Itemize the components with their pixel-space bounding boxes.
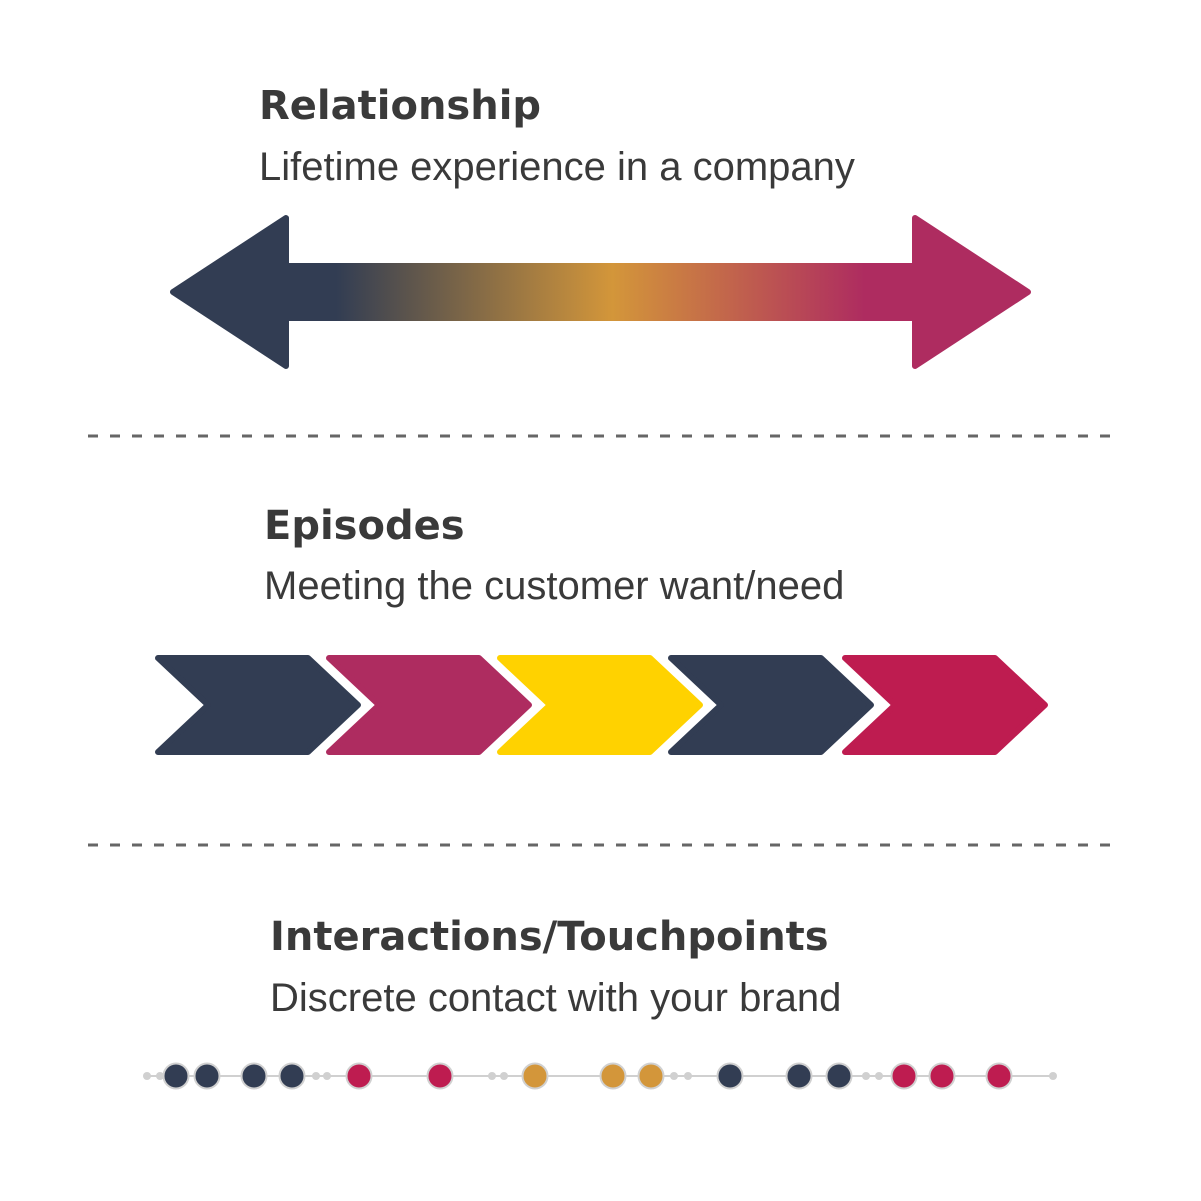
relationship-title: Relationship bbox=[259, 83, 542, 129]
episodes-subtitle: Meeting the customer want/need bbox=[264, 564, 845, 608]
touchpoint-dot bbox=[928, 1062, 956, 1090]
episode-chevron bbox=[842, 655, 1048, 755]
touchpoint-dot bbox=[825, 1062, 853, 1090]
timeline-connector-dot bbox=[500, 1072, 508, 1080]
timeline-connector-dot bbox=[156, 1072, 164, 1080]
touchpoint-dot bbox=[716, 1062, 744, 1090]
touchpoint-dot bbox=[985, 1062, 1013, 1090]
timeline-connector-dot bbox=[1049, 1072, 1057, 1080]
divider-top bbox=[88, 434, 1118, 438]
touchpoint-dot bbox=[426, 1062, 454, 1090]
touchpoint-dot bbox=[193, 1062, 221, 1090]
timeline-connector-dot bbox=[670, 1072, 678, 1080]
episode-chevron bbox=[497, 655, 703, 755]
touchpoint-dot bbox=[890, 1062, 918, 1090]
episodes-title: Episodes bbox=[264, 503, 465, 549]
timeline-connector-dot bbox=[323, 1072, 331, 1080]
touchpoint-dot bbox=[162, 1062, 190, 1090]
interactions-title: Interactions/Touchpoints bbox=[270, 914, 829, 960]
interactions-subtitle: Discrete contact with your brand bbox=[270, 976, 842, 1020]
timeline-connector-dot bbox=[875, 1072, 883, 1080]
timeline-connector-dot bbox=[684, 1072, 692, 1080]
timeline-connector-dot bbox=[312, 1072, 320, 1080]
touchpoints-timeline bbox=[143, 1062, 1057, 1090]
touchpoint-dot bbox=[240, 1062, 268, 1090]
timeline-connector-dot bbox=[862, 1072, 870, 1080]
touchpoint-dot bbox=[785, 1062, 813, 1090]
touchpoint-dot bbox=[278, 1062, 306, 1090]
episode-chevron bbox=[326, 655, 532, 755]
episode-chevron bbox=[155, 655, 361, 755]
touchpoint-dot bbox=[521, 1062, 549, 1090]
relationship-subtitle: Lifetime experience in a company bbox=[259, 145, 855, 189]
divider-bottom bbox=[88, 843, 1118, 847]
timeline-connector-dot bbox=[143, 1072, 151, 1080]
relationship-arrow bbox=[170, 215, 1031, 369]
double-headed-arrow bbox=[170, 215, 1031, 369]
touchpoint-dot bbox=[599, 1062, 627, 1090]
episode-chevron bbox=[668, 655, 874, 755]
touchpoint-dot bbox=[637, 1062, 665, 1090]
episodes-chevrons bbox=[155, 655, 1048, 755]
touchpoint-dot bbox=[345, 1062, 373, 1090]
timeline-connector-dot bbox=[488, 1072, 496, 1080]
